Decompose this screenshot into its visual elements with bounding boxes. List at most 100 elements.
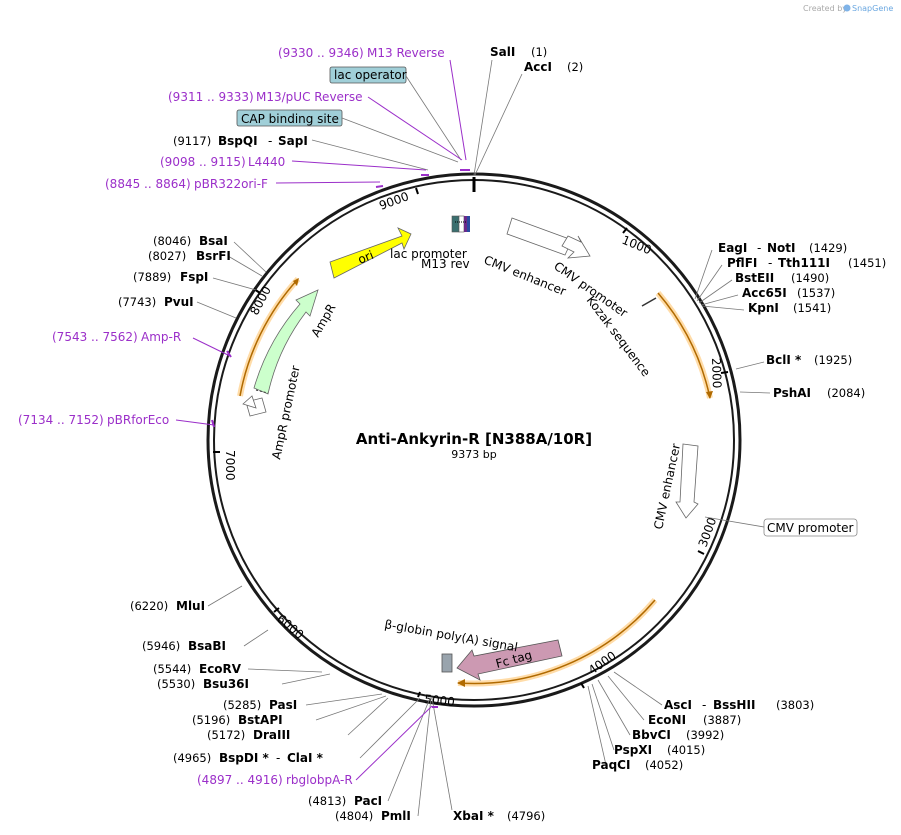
site-name: PspXI <box>614 743 652 757</box>
primer-pos: (9098 .. 9115) <box>160 155 246 169</box>
tick-label: 5000 <box>424 692 456 709</box>
site-pos: (1451) <box>848 256 886 270</box>
primer-labels: (9330 .. 9346) M13 Reverse (9311 .. 9333… <box>18 46 445 787</box>
site-name2: Tth111I <box>778 256 830 270</box>
cmv-enhancer-label: CMV enhancer <box>482 253 568 299</box>
ori-feature[interactable]: ori <box>329 227 412 279</box>
site-pos: (2) <box>567 60 583 74</box>
site-name2: BssHII <box>713 698 755 712</box>
primer-pos: (7543 .. 7562) <box>52 330 138 344</box>
site-name: BbvCI <box>632 728 671 742</box>
site-name: EagI <box>718 241 747 255</box>
site-pos: (4796) <box>507 809 545 823</box>
primer-pos: (4897 .. 4916) <box>197 773 283 787</box>
lac-promoter-label: lac promoter <box>390 247 467 261</box>
site-pos: (8046) <box>153 234 191 248</box>
primer-pos: (9330 .. 9346) <box>278 46 364 60</box>
site-pos: (4015) <box>667 743 705 757</box>
scale-ticks <box>213 187 729 698</box>
primer-pos: (9311 .. 9333) <box>168 90 254 104</box>
credit-text: Created by <box>803 4 847 13</box>
site-pos: (4813) <box>308 794 346 808</box>
beta-globin-label: β-globin poly(A) signal <box>383 617 518 654</box>
site-name: BstAPI <box>238 713 283 727</box>
site-pos: (5172) <box>207 728 245 742</box>
site-name: PvuI <box>164 295 194 309</box>
site-name2: ClaI * <box>287 751 324 765</box>
lac-operator-label: lac operator <box>334 68 407 82</box>
site-pos: (4052) <box>645 758 683 772</box>
primer-name: rbglobpA-R <box>286 773 353 787</box>
site-name: BclI * <box>766 353 802 367</box>
site-sep: - <box>768 256 772 270</box>
primer-name: L4440 <box>248 155 285 169</box>
ampr-promoter-label: AmpR promoter <box>269 364 303 460</box>
site-name: AccI <box>524 60 552 74</box>
site-name: PmlI <box>381 809 411 823</box>
site-name: PacI <box>354 794 382 808</box>
lac-operator-box[interactable]: lac operator <box>329 66 407 84</box>
cap-site-label: CAP binding site <box>241 112 339 126</box>
site-name: EcoNI <box>648 713 686 727</box>
site-name: PshAI <box>773 386 811 400</box>
site-name2: SapI <box>278 134 308 148</box>
primer-pos: (8845 .. 8864) <box>105 177 191 191</box>
site-name: BsaI <box>199 234 228 248</box>
ori-label: ori <box>356 248 376 267</box>
tick-label: 9000 <box>377 189 410 213</box>
site-name: BspDI * <box>219 751 269 765</box>
site-pos: (4965) <box>173 751 211 765</box>
site-name: EcoRV <box>199 662 242 676</box>
site-name2: NotI <box>767 241 796 255</box>
ampr-promoter-feature[interactable]: AmpR promoter <box>242 364 303 461</box>
plasmid-title: Anti-Ankyrin-R [N388A/10R] <box>356 430 592 448</box>
cap-site-box[interactable]: CAP binding site <box>236 109 343 127</box>
site-name: XbaI * <box>453 809 495 823</box>
site-name: BstEII <box>735 271 774 285</box>
plasmid-size: 9373 bp <box>451 448 496 461</box>
site-pos: (7743) <box>118 295 156 309</box>
tick-label: 7000 <box>223 450 237 481</box>
site-pos: (5946) <box>142 639 180 653</box>
orf-arcs <box>237 276 713 687</box>
leader-lines <box>175 59 771 817</box>
site-name: BspQI <box>218 134 258 148</box>
site-pos: (9117) <box>173 134 211 148</box>
site-pos: (2084) <box>827 386 865 400</box>
site-sep: - <box>268 134 272 148</box>
site-name: MluI <box>176 599 205 613</box>
credit-brand: SnapGene <box>852 4 893 13</box>
tick-label: 1000 <box>620 233 654 257</box>
cmv-promoter-box-label: CMV promoter <box>767 521 854 535</box>
snapgene-logo-icon <box>843 4 851 12</box>
site-sep: - <box>757 241 761 255</box>
site-name: DraIII <box>253 728 290 742</box>
site-name: BsaBI <box>188 639 226 653</box>
primer-name: pBR322ori-F <box>194 177 268 191</box>
site-pos: (1537) <box>797 286 835 300</box>
site-name: Bsu36I <box>203 677 249 691</box>
site-pos: (8027) <box>148 249 186 263</box>
primer-pos: (7134 .. 7152) <box>18 413 104 427</box>
site-sep: - <box>702 698 706 712</box>
cmv-features-right[interactable]: CMV enhancer CMV promoter <box>651 442 858 537</box>
site-pos: (4804) <box>335 809 373 823</box>
site-sep: - <box>276 751 280 765</box>
site-pos: (7889) <box>133 270 171 284</box>
site-pos: (1) <box>531 45 547 59</box>
site-pos: (5196) <box>192 713 230 727</box>
primer-name: Amp-R <box>141 330 181 344</box>
tick-label: 3000 <box>696 516 720 549</box>
site-pos: (1925) <box>814 353 852 367</box>
site-pos: (3887) <box>703 713 741 727</box>
site-name: AscI <box>664 698 692 712</box>
site-name: PflFI <box>727 256 757 270</box>
site-name: FspI <box>180 270 208 284</box>
site-pos: (1490) <box>791 271 829 285</box>
primer-name: M13/pUC Reverse <box>256 90 363 104</box>
site-name: PaqCI <box>592 758 630 772</box>
tick-label: 2000 <box>709 358 724 389</box>
lac-features[interactable]: lac promoter M13 rev <box>390 215 470 271</box>
cmv-enhancer-right-label: CMV enhancer <box>651 442 683 530</box>
